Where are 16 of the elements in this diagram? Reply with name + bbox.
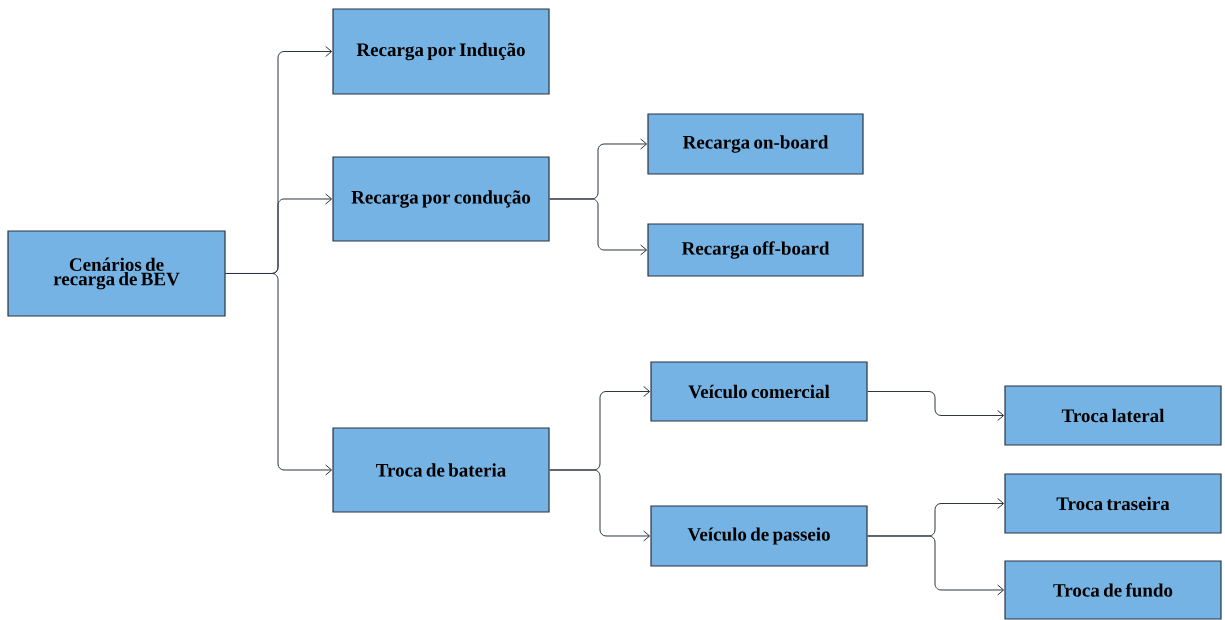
- process-box: Troca traseira: [1004, 473, 1222, 534]
- process-box: Cenários de recarga de BEV: [7, 230, 226, 317]
- arrow: [549, 198, 648, 256]
- process-box: Troca de fundo: [1004, 560, 1222, 620]
- arrow: [867, 535, 1005, 596]
- process-box: Recarga por condução: [332, 156, 550, 242]
- process-box: Recarga on-board: [647, 113, 864, 175]
- process-box: Troca lateral: [1004, 385, 1222, 446]
- process-box: Recarga por Indução: [332, 8, 550, 95]
- process-box: Veículo de passeio: [650, 505, 868, 567]
- arrow: [549, 469, 651, 542]
- process-box: Veículo comercial: [650, 361, 868, 422]
- process-box: Recarga off-board: [647, 223, 864, 277]
- process-box: Troca de bateria: [332, 427, 550, 513]
- arrow: [867, 391, 1005, 421]
- arrow: [225, 273, 333, 476]
